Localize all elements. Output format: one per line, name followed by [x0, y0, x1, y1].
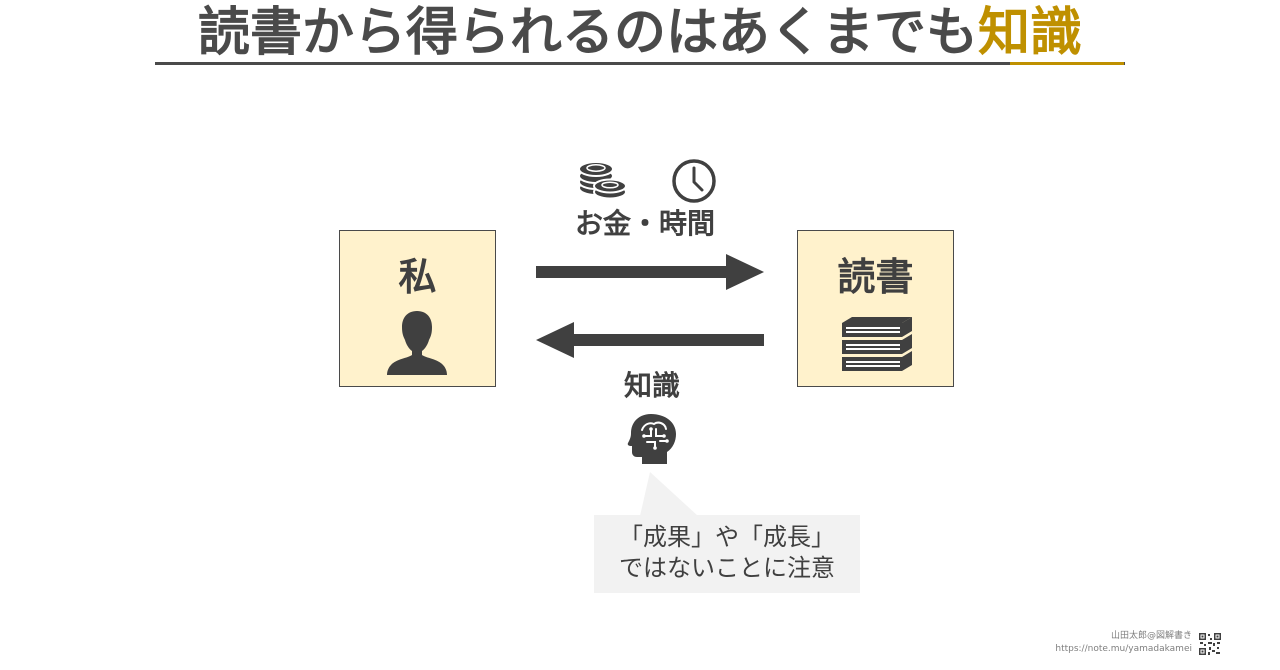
note-line-1: 「成果」や「成長」 — [619, 523, 835, 551]
book-box: 読書 — [797, 230, 954, 387]
credit-author: 山田太郎@図解書き — [1110, 631, 1192, 641]
title-underline — [155, 62, 1125, 65]
credit: 山田太郎@図解書き https://note.mu/yamadakamei — [1055, 630, 1192, 656]
person-icon — [387, 311, 447, 375]
arrow-left-icon — [536, 322, 764, 358]
credit-url[interactable]: https://note.mu/yamadakamei — [1055, 644, 1192, 654]
qr-code-icon[interactable] — [1198, 632, 1222, 656]
me-label: 私 — [398, 255, 437, 299]
title-highlight-underline — [1010, 62, 1124, 65]
me-box: 私 — [339, 230, 496, 387]
knowledge-label: 知識 — [623, 369, 680, 402]
arrow-right-icon — [536, 254, 764, 290]
book-label: 読書 — [837, 255, 914, 299]
coins-icon — [578, 161, 627, 200]
caution-note: 「成果」や「成長」 ではないことに注意 — [594, 515, 860, 593]
note-tail — [640, 472, 698, 516]
note-line-2: ではないことに注意 — [619, 554, 835, 582]
brain-head-icon — [627, 414, 676, 464]
books-icon — [842, 317, 912, 371]
title-main: 読書から得られるのはあくまでも — [197, 3, 978, 63]
clock-icon — [672, 159, 716, 203]
page-title: 読書から得られるのはあくまでも知識 — [155, 2, 1125, 68]
cost-label: お金・時間 — [574, 207, 715, 240]
title-highlight: 知識 — [978, 3, 1083, 63]
